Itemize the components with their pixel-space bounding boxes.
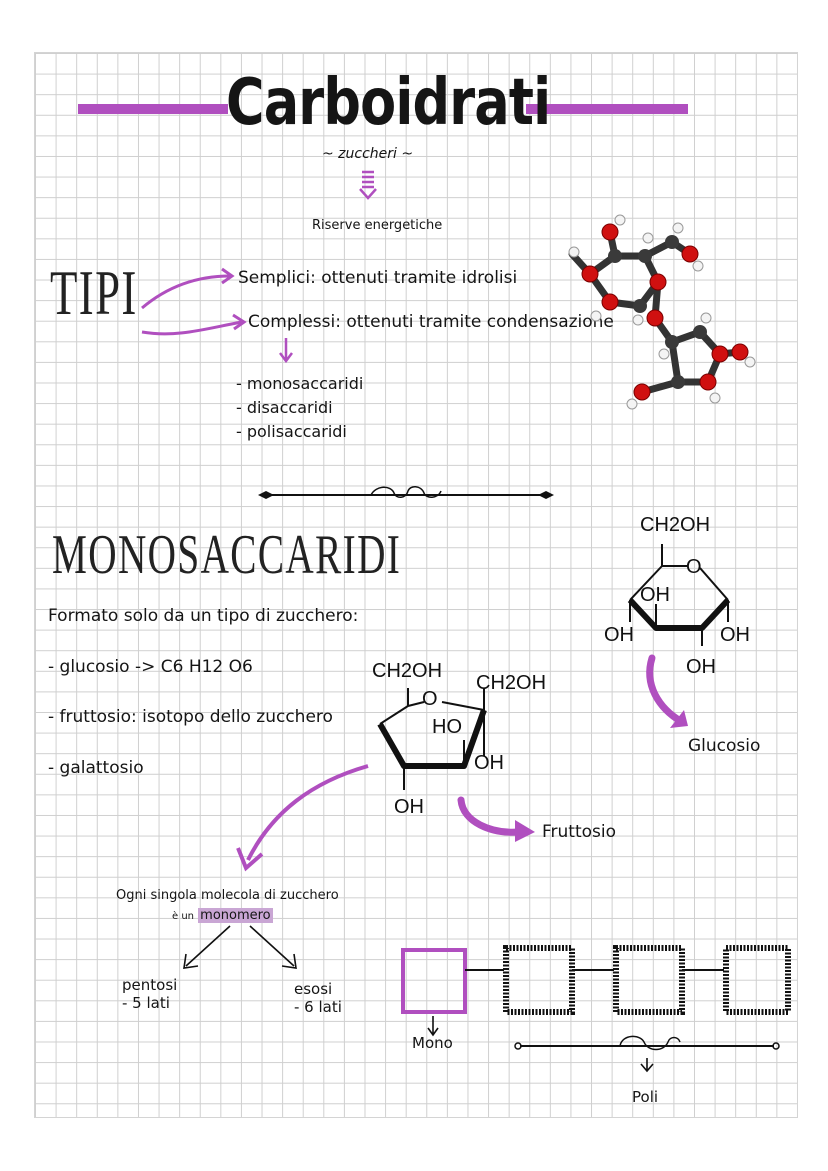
glucose-oh-left: OH	[604, 624, 634, 646]
fructose-structure	[377, 688, 487, 790]
poli-label: Poli	[632, 1088, 659, 1106]
arrow-down-icon	[279, 338, 293, 364]
tipi-arrows	[141, 267, 247, 336]
fructose-ch2oh-right: CH2OH	[476, 672, 547, 694]
monomer-line2: è un monomero	[172, 908, 273, 923]
fructose-oh-right: OH	[474, 752, 504, 774]
glucose-ch2oh: CH2OH	[640, 514, 711, 536]
grid-paper	[34, 52, 798, 1118]
split-arrows	[183, 925, 297, 969]
page-title: Carboidrati	[226, 66, 551, 140]
mono-arrow	[427, 1016, 439, 1037]
esosi-sub: - 6 lati	[294, 998, 342, 1016]
sucrose-molecule-image	[568, 214, 756, 410]
glucose-oh-top: OH	[640, 584, 670, 606]
title-bar-left	[78, 104, 228, 114]
semplici-text: Semplici: ottenuti tramite idrolisi	[238, 268, 518, 288]
pentosi-sub: - 5 lati	[122, 994, 170, 1012]
reserve-label: Riserve energetiche	[312, 218, 443, 233]
fructose-oh-bottom: OH	[394, 796, 424, 818]
mono-item-fruttosio: - fruttosio: isotopo dello zucchero	[48, 707, 333, 727]
tipi-item-monosaccaridi: - monosaccaridi	[236, 374, 364, 393]
monomer-arrow	[236, 764, 369, 872]
subtitle: ~ zuccheri ~	[322, 146, 414, 162]
fructose-o: O	[422, 688, 438, 710]
monosaccaridi-heading: MONOSACCARIDI	[52, 524, 402, 586]
monosaccaridi-intro: Formato solo da un tipo di zucchero:	[48, 606, 359, 626]
glucose-oh-bottom: OH	[686, 656, 716, 678]
tipi-item-disaccaridi: - disaccaridi	[236, 398, 333, 417]
complessi-text: Complessi: ottenuti tramite condensazion…	[248, 312, 614, 332]
glucose-o: O	[686, 556, 702, 578]
pentosi-label: pentosi	[122, 976, 178, 994]
tipi-heading: TIPI	[50, 257, 138, 328]
title-bar-right	[526, 104, 688, 114]
mono-item-galattosio: - galattosio	[48, 758, 144, 778]
double-arrow-down-icon	[359, 170, 377, 200]
glucose-name: Glucosio	[688, 736, 761, 756]
fructose-name: Fruttosio	[542, 822, 617, 842]
fructose-ch2oh-left: CH2OH	[372, 660, 443, 682]
monomer-line1: Ogni singola molecola di zucchero	[116, 888, 339, 903]
mono-item-glucosio: - glucosio -> C6 H12 O6	[48, 657, 253, 677]
tipi-item-polisaccaridi: - polisaccaridi	[236, 422, 347, 441]
poli-divider	[514, 1035, 780, 1073]
polymer-diagram	[401, 945, 791, 1015]
esosi-label: esosi	[294, 980, 333, 998]
mono-label: Mono	[412, 1034, 453, 1052]
monomer-highlight: monomero	[198, 908, 273, 923]
fructose-ho: HO	[432, 716, 462, 738]
ornament-divider	[258, 486, 554, 499]
glucose-oh-right: OH	[720, 624, 750, 646]
fructose-arrow	[457, 796, 535, 842]
monomer-prefix: è un	[172, 911, 195, 922]
glucose-structure	[627, 544, 731, 646]
glucose-arrow	[646, 654, 688, 728]
